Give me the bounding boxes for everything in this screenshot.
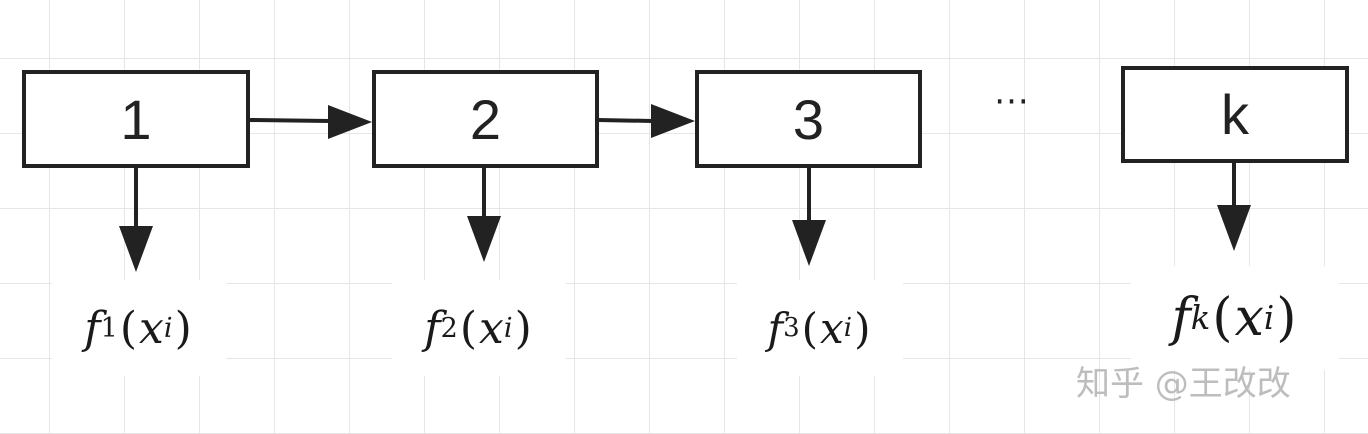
node-box-1: 1 [22, 70, 250, 168]
formula-variable-subscript: i [843, 313, 853, 343]
arrow-2-down [467, 167, 501, 262]
arrow-k-down [1217, 162, 1251, 251]
formula-variable-subscript: i [503, 312, 513, 344]
arrow-2-to-3 [597, 104, 695, 138]
formula-subscript: k [1190, 299, 1211, 337]
node-box-2: 2 [372, 70, 599, 168]
formula-variable-subscript: i [163, 312, 173, 344]
formula-subscript: 1 [100, 312, 118, 344]
formula-function: f [424, 302, 441, 354]
arrow-3-down [792, 167, 826, 266]
arrow-1-down [119, 167, 153, 272]
formula-subscript: 2 [440, 312, 458, 344]
formula-variable-subscript: i [1263, 299, 1275, 337]
node-box-3: 3 [695, 70, 922, 168]
formula-function: f [84, 302, 101, 354]
formula-subscript: 3 [783, 313, 800, 343]
arrow-1-to-2 [249, 105, 372, 139]
node-box-k: k [1121, 66, 1349, 163]
ellipsis: ··· [994, 82, 1030, 122]
formula-variable: x [139, 302, 164, 354]
formula-variable: x [1234, 288, 1264, 348]
formula-variable: x [479, 302, 504, 354]
watermark: 知乎 @王改改 [1076, 364, 1291, 404]
formula-variable: x [820, 303, 844, 353]
formula-function: f [1171, 288, 1191, 348]
formula-function: f [767, 303, 784, 353]
